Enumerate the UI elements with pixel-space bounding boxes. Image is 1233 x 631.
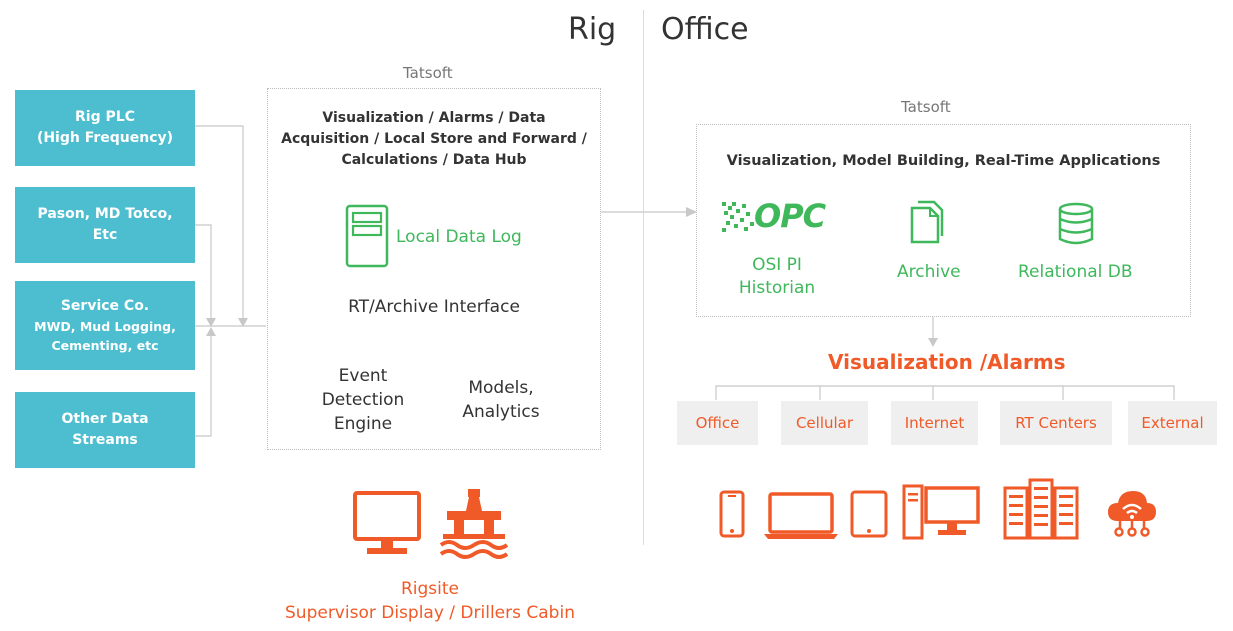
office-heading: Office (661, 12, 749, 47)
desktop-icon (902, 484, 980, 540)
office-tatsoft-box (696, 124, 1191, 317)
database-icon (1058, 202, 1094, 245)
rig-function-line: Visualization / Alarms / Data (322, 110, 546, 126)
models-line: Models, (468, 378, 534, 398)
models-analytics: Models, Analytics (451, 376, 551, 424)
office-vendor-label: Tatsoft (901, 98, 951, 116)
offshore-rig-icon (439, 489, 509, 559)
channel-office: Office (677, 401, 758, 445)
source-service-co: Service Co. MWD, Mud Logging, Cementing,… (15, 281, 195, 370)
source-line: Pason, MD Totco, (37, 206, 173, 222)
event-detection-engine: Event Detection Engine (313, 364, 413, 436)
office-functions: Visualization, Model Building, Real-Time… (726, 153, 1161, 169)
cloud-network-icon (1108, 491, 1156, 537)
opc-logo-text: OPC (754, 197, 826, 235)
server-icon (345, 204, 389, 268)
rigsite-line: Rigsite (400, 579, 460, 599)
monitor-icon (353, 491, 421, 554)
rigsite-display-label: Rigsite Supervisor Display / Drillers Ca… (230, 577, 630, 625)
opc-logo: OPC (722, 197, 834, 235)
relational-db-label: Relational DB (1018, 262, 1133, 282)
rig-tatsoft-box (267, 88, 601, 450)
rt-archive-interface-label: RT/Archive Interface (348, 297, 520, 317)
models-line: Analytics (462, 402, 540, 422)
osi-pi-historian-label: OSI PI Historian (722, 254, 832, 300)
rigsite-line: Supervisor Display / Drillers Cabin (285, 603, 575, 623)
event-line: Event (338, 366, 388, 386)
source-line: Other Data (61, 411, 149, 427)
source-other-streams: Other Data Streams (15, 392, 195, 468)
source-line: Service Co. (60, 298, 150, 314)
source-line: Cementing, etc (51, 338, 159, 353)
channel-cellular: Cellular (781, 401, 868, 445)
documents-icon (910, 200, 944, 244)
event-line: Engine (333, 414, 393, 434)
source-line: MWD, Mud Logging, (34, 319, 176, 334)
channel-rt-centers: RT Centers (1000, 401, 1112, 445)
event-line: Detection (321, 390, 405, 410)
source-line: Streams (72, 432, 138, 448)
local-data-log-label: Local Data Log (396, 227, 522, 247)
rig-office-divider (643, 10, 644, 545)
server-rack-icon (1003, 478, 1079, 540)
rig-function-line: Acquisition / Local Store and Forward / (281, 131, 587, 147)
historian-line: Historian (738, 278, 816, 298)
channel-internet: Internet (891, 401, 978, 445)
source-rig-plc: Rig PLC (High Frequency) (15, 90, 195, 166)
source-line: (High Frequency) (36, 130, 174, 146)
rig-vendor-label: Tatsoft (403, 64, 453, 82)
phone-icon (719, 490, 745, 538)
tablet-icon (850, 490, 888, 538)
laptop-icon (764, 492, 838, 539)
source-line: Rig PLC (75, 109, 135, 125)
rig-heading: Rig (568, 12, 617, 47)
visualization-alarms-title: Visualization /Alarms (828, 350, 1066, 374)
source-line: Etc (92, 227, 118, 243)
archive-label: Archive (897, 262, 961, 282)
source-pason: Pason, MD Totco, Etc (15, 187, 195, 263)
rig-functions: Visualization / Alarms / Data Acquisitio… (267, 108, 601, 171)
historian-line: OSI PI (752, 255, 802, 275)
channel-external: External (1128, 401, 1217, 445)
rig-function-line: Calculations / Data Hub (341, 152, 527, 168)
